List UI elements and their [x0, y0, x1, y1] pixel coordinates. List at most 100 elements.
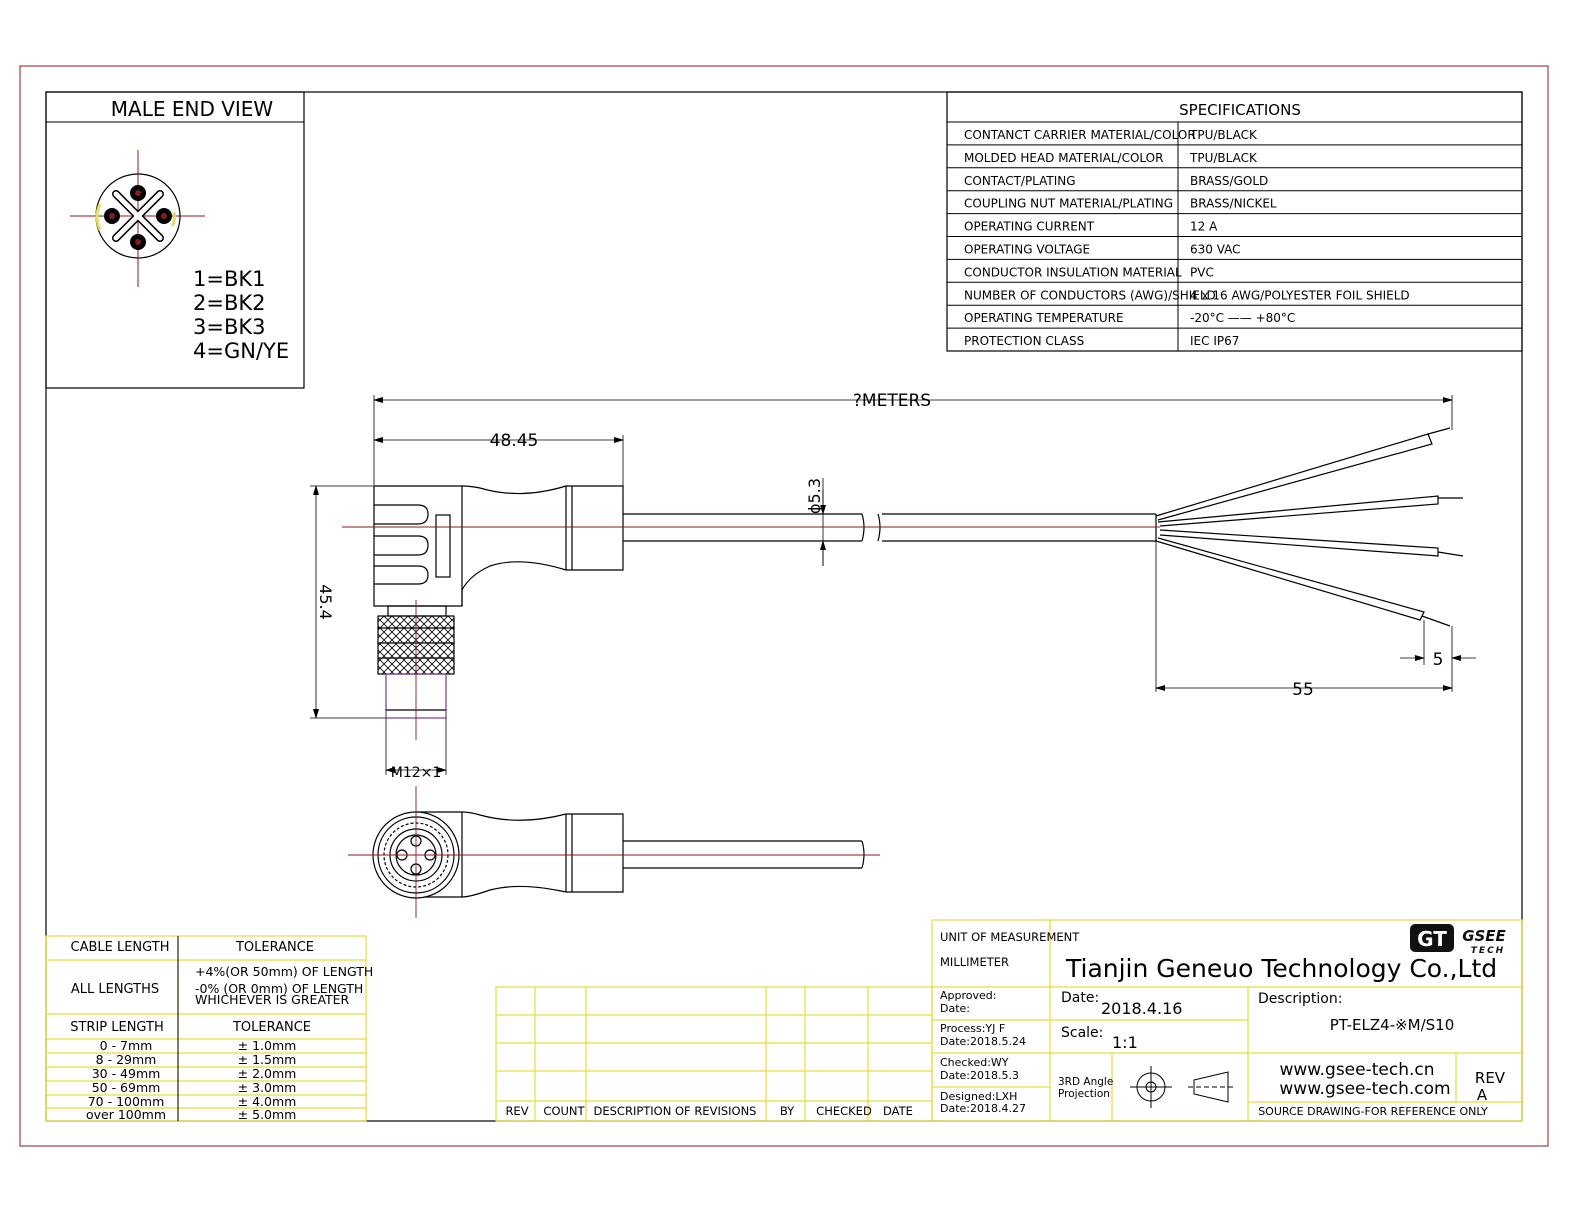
strip-tolerance: ± 1.0mm — [238, 1038, 297, 1053]
head-height-label: 45.4 — [316, 584, 335, 620]
spec-label: CONDUCTOR INSULATION MATERIAL — [964, 265, 1182, 279]
pin-2-label: 2=BK2 — [193, 291, 266, 315]
scale-label: Scale: — [1061, 1025, 1103, 1041]
projection-line-1: 3RD Angle — [1058, 1076, 1113, 1088]
pin-3-label: 3=BK3 — [193, 315, 266, 339]
tol-line-2: -0% (OR 0mm) OF LENGTH — [195, 981, 363, 996]
website-com: www.gsee-tech.com — [1279, 1079, 1450, 1099]
side-view — [310, 395, 1476, 775]
strip-length-label: 55 — [1292, 680, 1314, 700]
spec-label: PROTECTION CLASS — [964, 334, 1084, 348]
rev-col-rev: REV — [505, 1104, 528, 1118]
wire-strip-label: 5 — [1433, 650, 1444, 670]
spec-value: 630 VAC — [1190, 243, 1241, 257]
strip-header-length: STRIP LENGTH — [70, 1020, 164, 1035]
rev-col-by: BY — [780, 1104, 795, 1118]
male-end-view-title: MALE END VIEW — [111, 97, 274, 121]
website-cn: www.gsee-tech.cn — [1279, 1060, 1434, 1080]
gsee-logo-icon: GT GSEE TECH — [1410, 924, 1507, 956]
unit-value: MILLIMETER — [940, 955, 1009, 969]
male-end-view-panel: MALE END VIEW 1=BK1 2=BK2 3=BK3 4=GN/YE — [45, 91, 305, 389]
rev-col-date: DATE — [883, 1104, 913, 1118]
spec-value: TPU/BLACK — [1189, 128, 1258, 142]
pin-4-label: 4=GN/YE — [193, 339, 289, 363]
strip-range: 0 - 7mm — [100, 1038, 153, 1053]
logo-sub: TECH — [1471, 946, 1505, 956]
designed-date: Date:2018.4.27 — [940, 1102, 1026, 1115]
strip-tolerance: ± 4.0mm — [238, 1094, 297, 1109]
tol-header-cable: CABLE LENGTH — [71, 940, 170, 955]
spec-label: MOLDED HEAD MATERIAL/COLOR — [964, 151, 1163, 165]
strip-header-tolerance: TOLERANCE — [232, 1020, 311, 1035]
title-block — [931, 919, 1523, 1122]
logo-mark: GT — [1417, 927, 1447, 951]
strip-range: 50 - 69mm — [92, 1080, 161, 1095]
spec-value: -20°C —— +80°C — [1190, 311, 1295, 325]
scale-value: 1:1 — [1112, 1033, 1138, 1052]
spec-value: BRASS/GOLD — [1190, 174, 1268, 188]
pin-1-label: 1=BK1 — [193, 267, 266, 291]
rev-col-checked: CHECKED — [816, 1104, 872, 1118]
approved-date-label: Date: — [940, 1002, 970, 1015]
thread-label: M12×1 — [391, 765, 442, 781]
checked-date: Date:2018.5.3 — [940, 1069, 1019, 1082]
process-label: Process:YJ F — [940, 1022, 1005, 1035]
outer-border — [19, 65, 1549, 1147]
description-label: Description: — [1258, 991, 1342, 1007]
spec-label: CONTANCT CARRIER MATERIAL/COLOR — [964, 128, 1196, 142]
designed-label: Designed:LXH — [940, 1090, 1017, 1103]
tol-all-lengths: ALL LENGTHS — [71, 982, 159, 997]
process-date: Date:2018.5.24 — [940, 1035, 1026, 1048]
spec-value: 12 A — [1190, 220, 1218, 234]
tolerance-table — [45, 935, 367, 1122]
strip-tolerance: ± 2.0mm — [238, 1066, 297, 1081]
rev-value: A — [1477, 1086, 1488, 1104]
spec-label: OPERATING VOLTAGE — [964, 243, 1090, 257]
spec-value: 4 x 16 AWG/POLYESTER FOIL SHIELD — [1190, 288, 1410, 302]
molded-head-body — [373, 485, 624, 607]
spec-value: TPU/BLACK — [1189, 151, 1258, 165]
strip-range: over 100mm — [86, 1107, 166, 1122]
unit-label: UNIT OF MEASUREMENT — [940, 930, 1080, 944]
rev-col-count: COUNT — [543, 1104, 585, 1118]
logo-name: GSEE — [1462, 927, 1506, 945]
tol-line-1: +4%(OR 50mm) OF LENGTH — [195, 964, 373, 979]
spec-value: PVC — [1190, 265, 1214, 279]
strip-range: 30 - 49mm — [92, 1066, 161, 1081]
strip-tolerance: ± 1.5mm — [238, 1052, 297, 1067]
strip-range: 70 - 100mm — [88, 1094, 165, 1109]
date-label: Date: — [1061, 990, 1099, 1006]
revision-table — [495, 986, 933, 1122]
cable-diameter-label: ϕ5.3 — [805, 478, 824, 514]
spec-label: CONTACT/PLATING — [964, 174, 1076, 188]
end-view — [348, 786, 880, 918]
spec-label: OPERATING TEMPERATURE — [964, 311, 1124, 325]
tol-line-3: WHICHEVER IS GREATER — [195, 992, 350, 1007]
strip-tolerance: ± 5.0mm — [238, 1107, 297, 1122]
spec-value: BRASS/NICKEL — [1190, 197, 1277, 211]
rev-label: REV — [1475, 1069, 1506, 1087]
approved-label: Approved: — [940, 989, 996, 1002]
third-angle-projection-icon — [1130, 1066, 1236, 1108]
male-face-icon — [70, 150, 205, 287]
checked-label: Checked:WY — [940, 1056, 1009, 1069]
specifications-table: SPECIFICATIONS CONTANCT CARRIER MATERIAL… — [946, 91, 1523, 352]
projection-line-2: Projection — [1058, 1088, 1110, 1100]
spec-label: OPERATING CURRENT — [964, 220, 1095, 234]
strip-tolerance: ± 3.0mm — [238, 1080, 297, 1095]
tol-header-tolerance: TOLERANCE — [235, 940, 314, 955]
spec-value: IEC IP67 — [1190, 334, 1239, 348]
source-note: SOURCE DRAWING-FOR REFERENCE ONLY — [1258, 1105, 1488, 1118]
spec-label: COUPLING NUT MATERIAL/PLATING — [964, 197, 1173, 211]
date-value: 2018.4.16 — [1101, 999, 1182, 1018]
head-length-label: 48.45 — [490, 431, 539, 451]
strip-range: 8 - 29mm — [96, 1052, 157, 1067]
specifications-title: SPECIFICATIONS — [1179, 101, 1301, 119]
spec-label: NUMBER OF CONDUCTORS (AWG)/SHIELD — [964, 288, 1216, 302]
rev-col-description: DESCRIPTION OF REVISIONS — [594, 1104, 757, 1118]
company-name: Tianjin Geneuo Technology Co.,Ltd — [1065, 954, 1497, 983]
description-value: PT-ELZ4-※M/S10 — [1330, 1016, 1454, 1034]
total-length-label: ?METERS — [853, 391, 931, 411]
